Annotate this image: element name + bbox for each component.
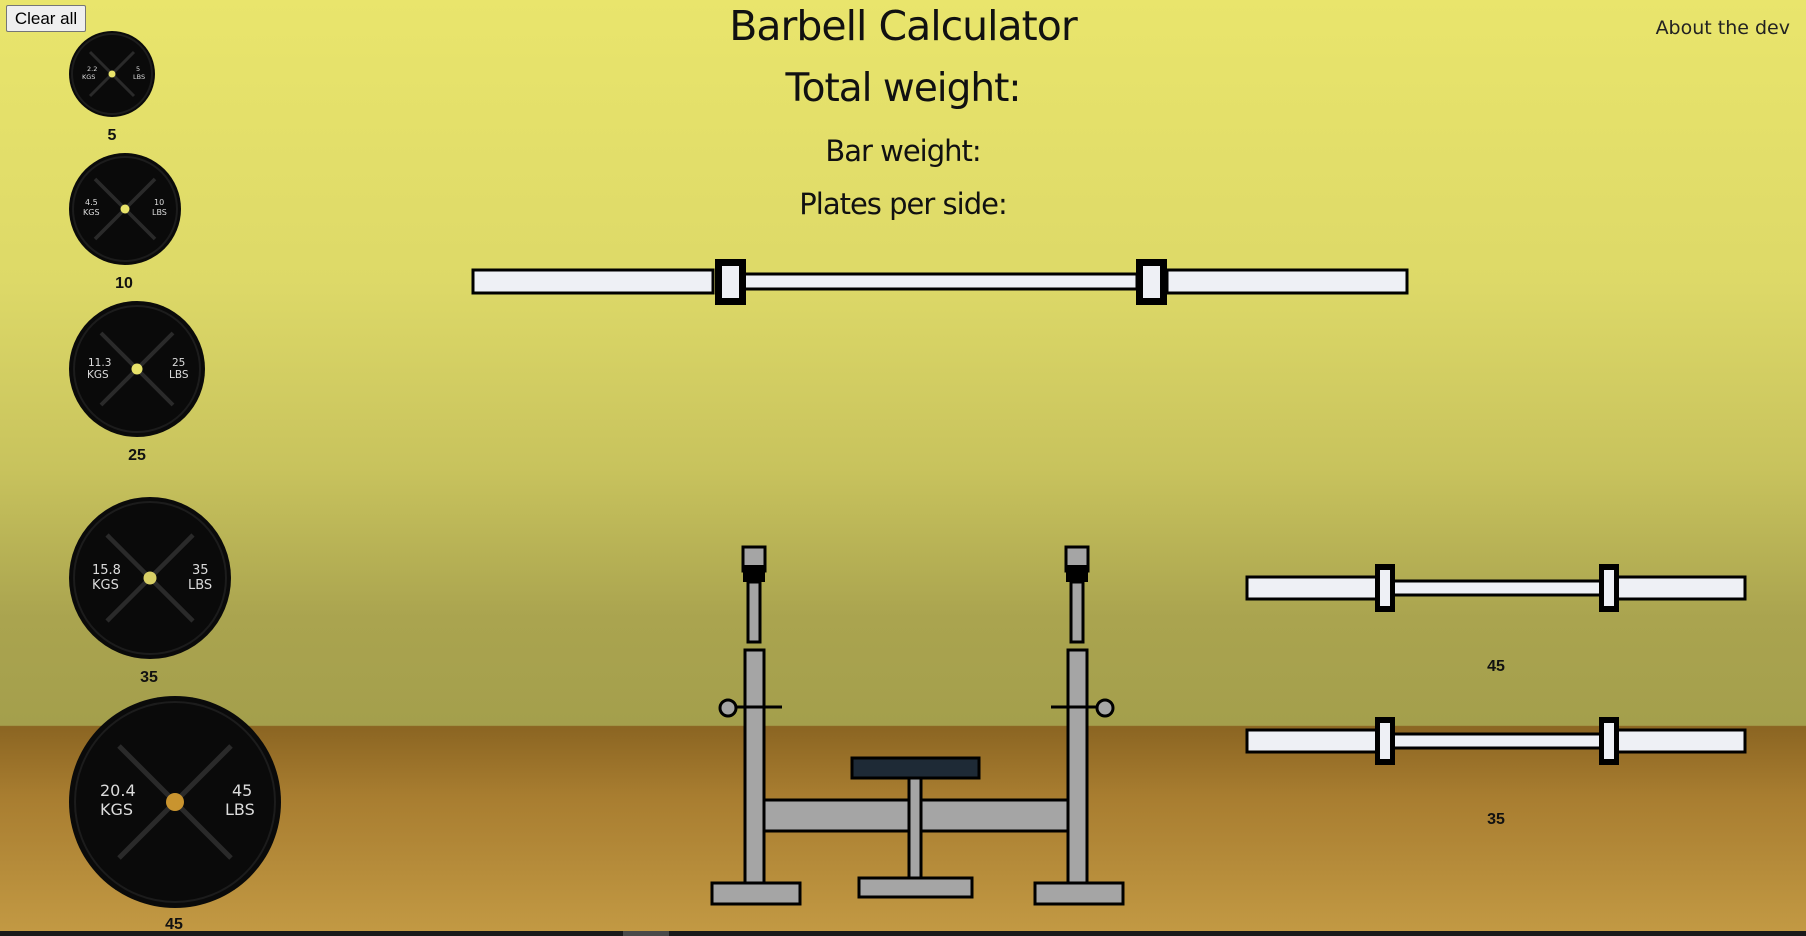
plate-10-kgs-unit: KGS: [83, 208, 100, 217]
plates-per-side-label: Plates per side:: [799, 187, 1007, 221]
plate-35[interactable]: 15.8 KGS 35 LBS: [68, 496, 232, 660]
plate-5-lbs-unit: LBS: [133, 73, 145, 81]
plate-25-kgs: 11.3: [88, 357, 111, 369]
plate-5[interactable]: 2.2 KGS 5 LBS: [68, 30, 156, 118]
main-barbell[interactable]: [471, 257, 1411, 311]
plate-10-label: 10: [115, 275, 133, 292]
plate-25-label: 25: [128, 447, 146, 464]
plate-35-kgs-unit: KGS: [92, 578, 119, 593]
total-weight-label: Total weight:: [785, 66, 1021, 111]
plate-10-lbs-unit: LBS: [152, 208, 167, 217]
plate-25-lbs: 25: [172, 357, 185, 369]
bar-option-45[interactable]: [1245, 560, 1747, 620]
scrollbar-thumb[interactable]: [623, 931, 669, 936]
plate-35-kgs: 15.8: [92, 563, 121, 578]
plate-45[interactable]: 20.4 KGS 45 LBS: [68, 695, 282, 909]
bar-option-35-label: 35: [1487, 811, 1505, 828]
plate-5-kgs-unit: KGS: [82, 73, 95, 81]
plate-45-lbs: 45: [232, 781, 252, 800]
bar-weight-label: Bar weight:: [825, 134, 981, 168]
about-dev-link[interactable]: About the dev: [1655, 17, 1790, 39]
plate-45-kgs-unit: KGS: [100, 800, 133, 819]
plate-35-lbs: 35: [192, 563, 209, 578]
bar-option-35[interactable]: [1245, 713, 1747, 773]
plate-5-lbs: 5: [136, 65, 140, 73]
plate-45-label: 45: [165, 916, 183, 933]
plate-10-kgs: 4.5: [85, 198, 98, 207]
plate-5-kgs: 2.2: [87, 65, 97, 73]
page-title: Barbell Calculator: [729, 2, 1077, 50]
bench-press-rack: [700, 540, 1130, 914]
bar-option-45-label: 45: [1487, 658, 1505, 675]
plate-45-kgs: 20.4: [100, 781, 136, 800]
plate-10-lbs: 10: [154, 198, 164, 207]
plate-25-kgs-unit: KGS: [87, 369, 109, 381]
plate-25[interactable]: 11.3 KGS 25 LBS: [68, 300, 206, 438]
plate-10[interactable]: 4.5 KGS 10 LBS: [68, 152, 182, 266]
plate-45-lbs-unit: LBS: [225, 800, 255, 819]
clear-all-button[interactable]: Clear all: [6, 5, 86, 32]
plate-25-lbs-unit: LBS: [169, 369, 189, 381]
plate-5-label: 5: [107, 127, 117, 144]
plate-35-lbs-unit: LBS: [188, 578, 212, 593]
plate-35-label: 35: [140, 669, 158, 686]
bottom-scrollbar[interactable]: [0, 931, 1806, 936]
